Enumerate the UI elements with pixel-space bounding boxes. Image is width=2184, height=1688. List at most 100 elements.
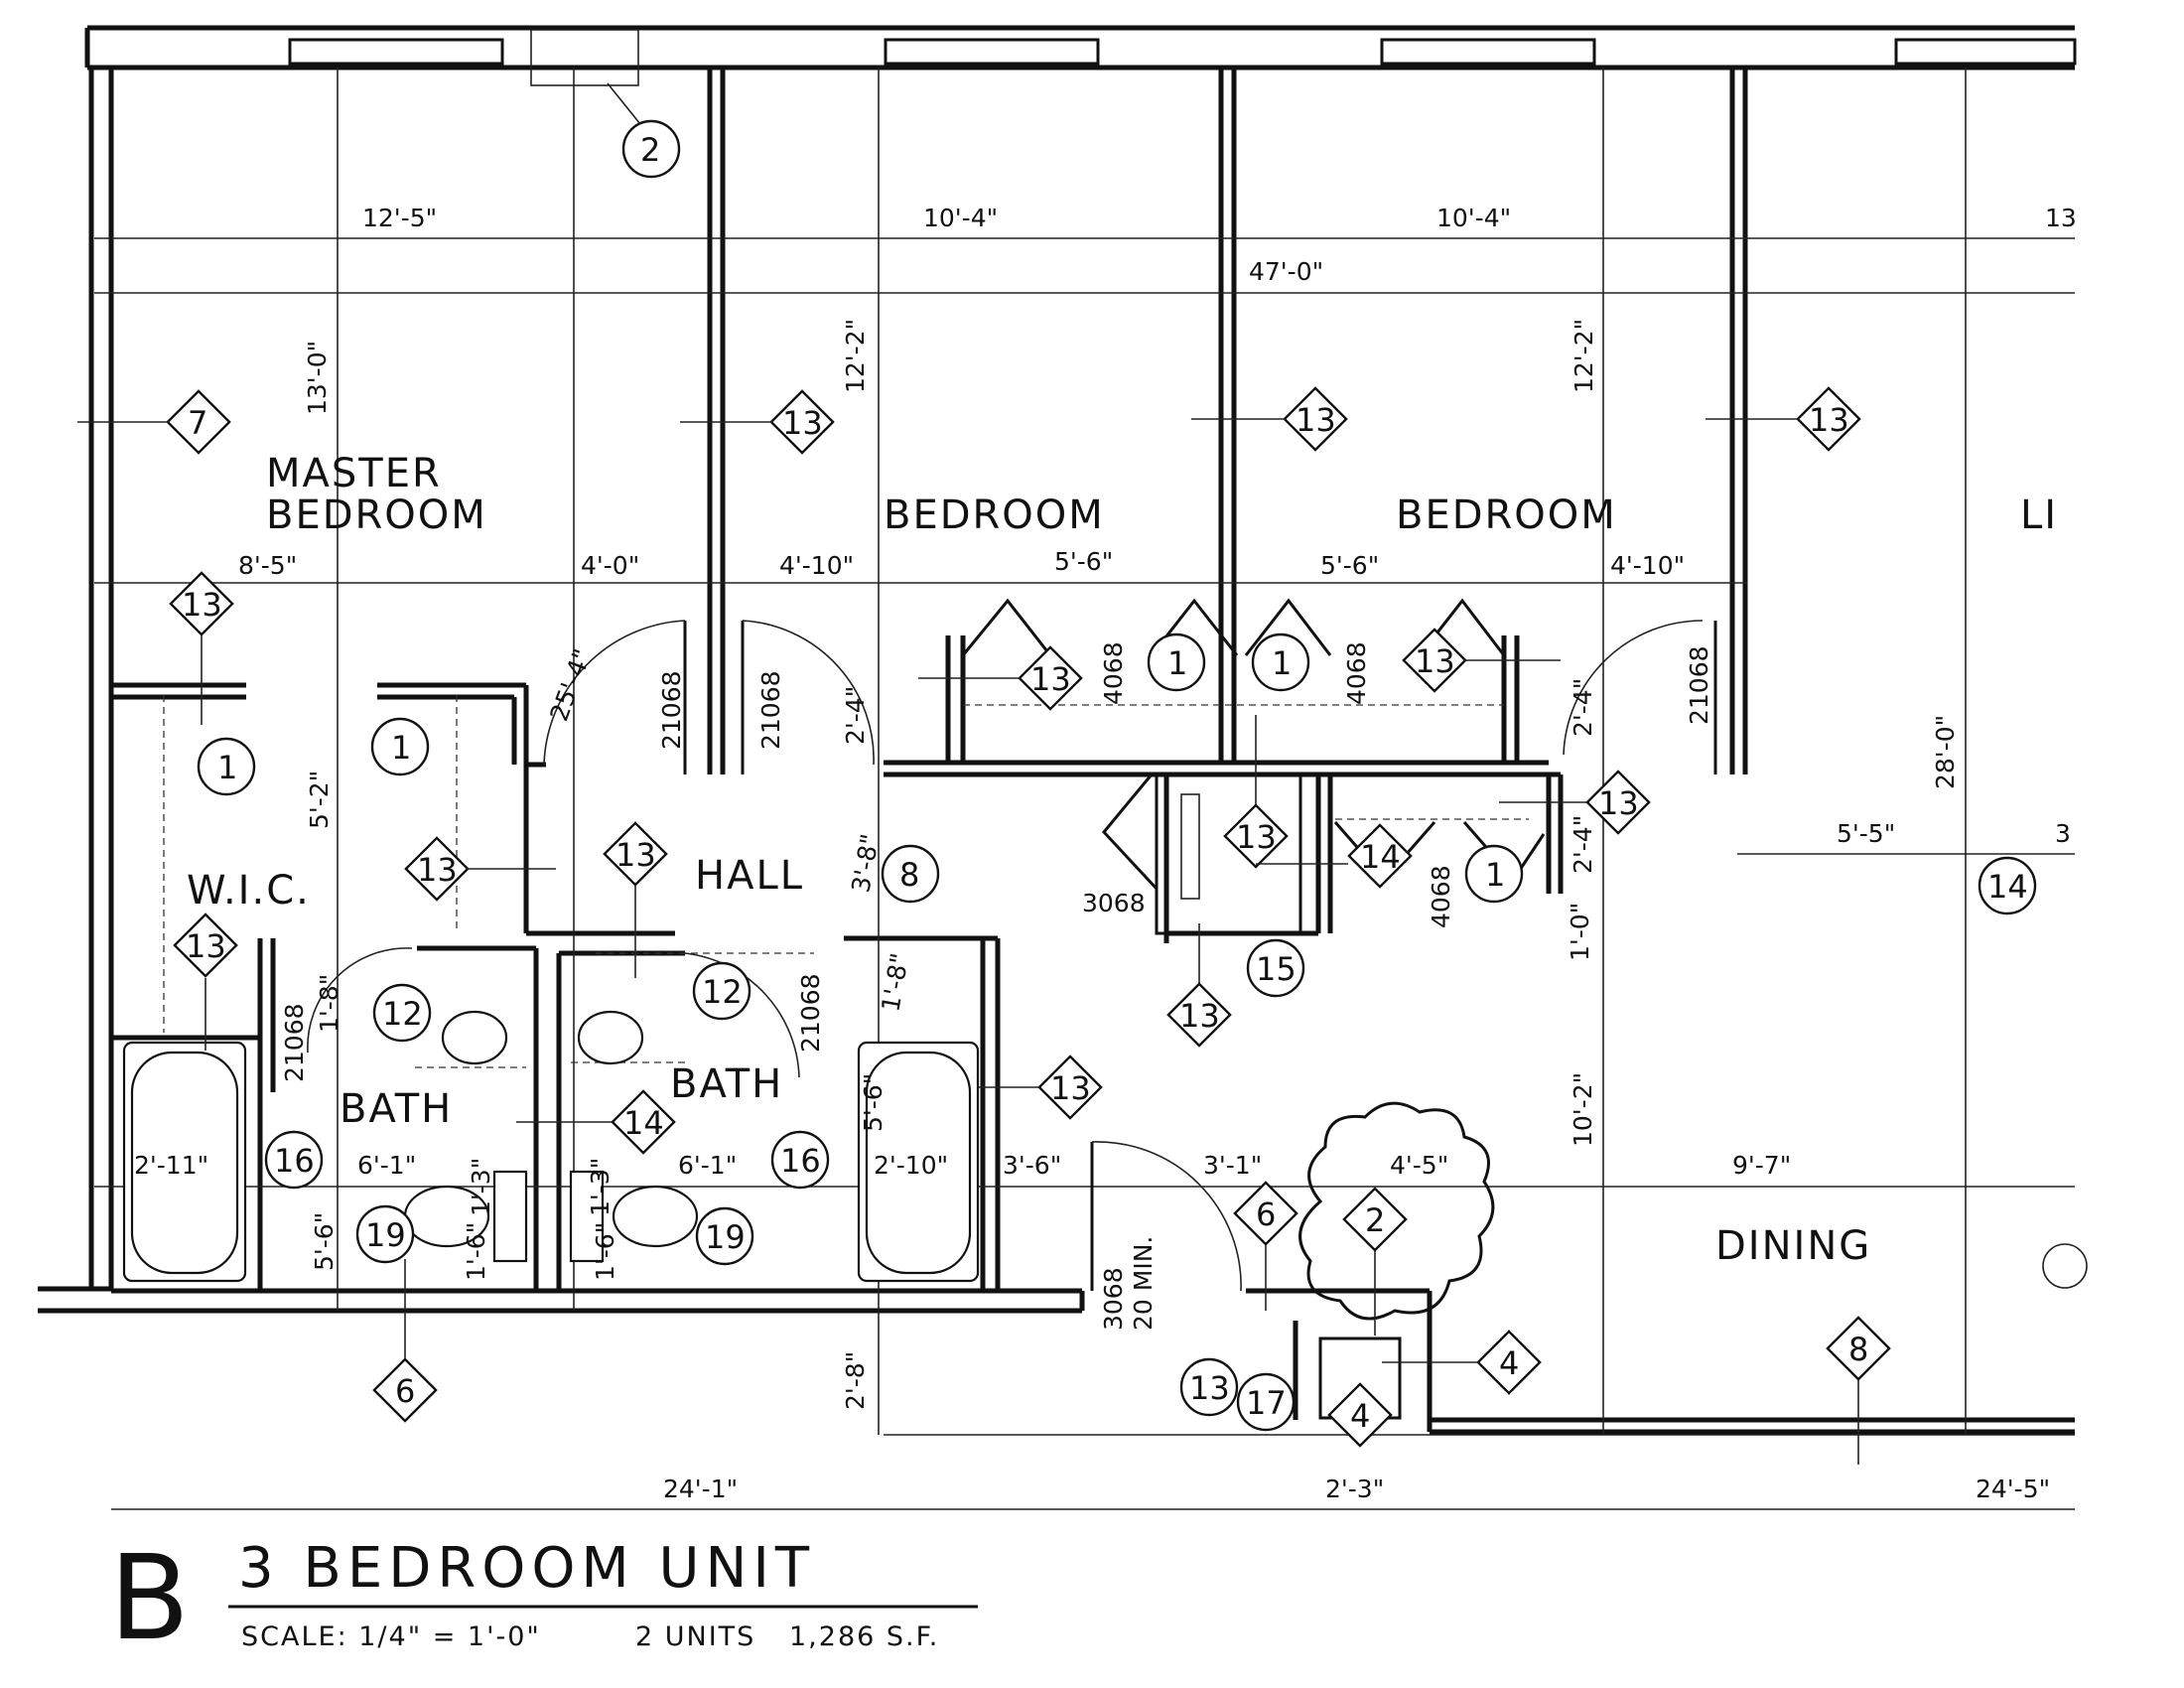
room-label-dining: DINING	[1715, 1223, 1871, 1269]
dim-12-5: 12'-5"	[362, 204, 437, 232]
tag-diamond-13-l: 13	[1166, 923, 1232, 1048]
tag-circle-16-a	[264, 1130, 324, 1190]
tag-circle-19-b	[695, 1206, 754, 1266]
dim-1-3-b: 1'-3"	[586, 1158, 614, 1216]
tag-diamond-4-b: 4	[1327, 1382, 1393, 1448]
svg-text:6: 6	[395, 1372, 415, 1410]
tag-diamond-7: 7	[77, 389, 231, 455]
tag-diamond-13-f: 13	[1402, 628, 1561, 693]
dim-24-5: 24'-5"	[1976, 1475, 2050, 1503]
svg-text:14: 14	[623, 1104, 664, 1142]
tag-13-o: 13	[1189, 1369, 1230, 1407]
tag-circle-1-d	[1251, 633, 1310, 692]
tag-circle-8-a	[881, 844, 940, 904]
dim-47-0: 47'-0"	[1249, 257, 1323, 286]
dim-5-6-a: 5'-6"	[1054, 547, 1113, 576]
dim-2-4-b: 2'-4"	[1569, 678, 1597, 737]
fixtures	[122, 1010, 1495, 1321]
tag-circle-13-o	[1179, 1357, 1239, 1417]
dim-1-3-a: 1'-3"	[467, 1158, 495, 1216]
tag-16-b: 16	[780, 1142, 821, 1180]
tag-circle-1-b	[370, 717, 430, 776]
dim-5-6-b: 5'-6"	[1320, 551, 1379, 580]
dim-6-1-b: 6'-1"	[678, 1151, 737, 1180]
tag-circle-12-b	[692, 961, 751, 1021]
dim-3-1: 3'-1"	[1203, 1151, 1262, 1180]
tag-diamond-2-b: 2	[1342, 1187, 1408, 1336]
title-letter: B	[109, 1529, 190, 1666]
dimension-guides	[94, 68, 2075, 1510]
dim-2-11: 2'-11"	[134, 1151, 208, 1180]
svg-text:7: 7	[188, 404, 207, 442]
title-block: B 3 BEDROOM UNIT SCALE: 1/4" = 1'-0" 2 U…	[109, 1529, 978, 1666]
tag-17: 17	[1246, 1384, 1287, 1422]
tag-12-b: 12	[702, 973, 743, 1011]
svg-text:13: 13	[1179, 997, 1220, 1035]
tag-circle-14-c	[1978, 856, 2037, 915]
room-label-hall: HALL	[695, 853, 804, 899]
tag-2-top: 2	[640, 131, 660, 169]
dim-2-4-a: 2'-4"	[841, 686, 870, 745]
tag-diamond-13-c: 13	[1706, 386, 1861, 452]
dim-3-6: 3'-6"	[1003, 1151, 1061, 1180]
svg-text:13: 13	[615, 836, 656, 874]
svg-text:13: 13	[182, 586, 222, 624]
dim-4-0: 4'-0"	[581, 551, 639, 580]
tag-diamond-13-e: 13	[918, 645, 1083, 711]
dim-3-partial: 3	[2055, 819, 2071, 848]
toilet-right	[612, 1185, 699, 1248]
dim-2-4-c: 2'-4"	[1569, 815, 1597, 874]
dim-10-4-a: 10'-4"	[923, 204, 998, 232]
room-label-bath-b: BATH	[670, 1061, 783, 1107]
tag-16-a: 16	[274, 1142, 315, 1180]
dim-3068-20min-a: 3068	[1099, 1267, 1128, 1331]
dim-1-0: 1'-0"	[1566, 903, 1594, 961]
tag-8-a: 8	[899, 856, 919, 894]
dim-24-1: 24'-1"	[663, 1475, 738, 1503]
dim-1-8-a: 1'-8"	[315, 974, 343, 1033]
tag-diamond-13-a: 13	[680, 389, 835, 455]
dim-5-6-c: 5'-6"	[310, 1212, 339, 1271]
tag-circle-1-e	[1464, 844, 1524, 904]
svg-text:13: 13	[1809, 401, 1849, 439]
tag-diamond-4-a: 4	[1382, 1330, 1542, 1395]
tag-circle-19-a	[355, 1204, 415, 1264]
svg-text:13: 13	[1050, 1069, 1091, 1107]
dim-8-5: 8'-5"	[238, 551, 297, 580]
dim-21068-e: 21068	[796, 973, 825, 1053]
tag-diamond-13-m: 13	[978, 1055, 1103, 1120]
dim-4068-c: 4068	[1427, 865, 1455, 928]
dim-1-8-b: 1'-8"	[876, 951, 914, 1014]
tag-1-e: 1	[1485, 856, 1505, 894]
sink-left	[441, 1010, 508, 1065]
tag-circle-12-a	[372, 983, 432, 1043]
room-labels: MASTER BEDROOM BEDROOM BEDROOM W.I.C. HA…	[187, 451, 2058, 1269]
room-label-bath-a: BATH	[340, 1086, 453, 1132]
tag-diamond-13-g: 13	[404, 836, 556, 902]
tag-1-b: 1	[391, 729, 411, 767]
tag-19-b: 19	[705, 1218, 746, 1256]
tag-diamond-13-h: 13	[603, 821, 668, 978]
dim-2-8: 2'-8"	[841, 1351, 870, 1410]
dim-1-6-a: 1'-6"	[462, 1222, 490, 1281]
dim-10-2: 10'-2"	[1569, 1072, 1597, 1147]
svg-text:6: 6	[1256, 1196, 1276, 1233]
dim-5-6-d: 5'-6"	[859, 1073, 887, 1132]
dim-3068-20min-b: 20 MIN.	[1129, 1236, 1158, 1331]
dim-6-1-a: 6'-1"	[357, 1151, 416, 1180]
tag-circle-1-c	[1147, 633, 1206, 692]
room-label-living-partial: LI	[2020, 492, 2058, 538]
svg-text:13: 13	[1030, 660, 1071, 698]
dim-12-2-b: 12'-2"	[1570, 319, 1598, 393]
dim-5-5: 5'-5"	[1837, 819, 1895, 848]
dim-28-0: 28'-0"	[1931, 715, 1960, 789]
dim-13-0: 13'-0"	[303, 341, 332, 415]
sink-right	[577, 1010, 644, 1065]
svg-text:13: 13	[1296, 401, 1336, 439]
tag-circle-2-top	[621, 119, 681, 179]
walls	[38, 25, 2077, 1435]
dim-4-5: 4'-5"	[1390, 1151, 1448, 1180]
dim-21068-b: 21068	[756, 670, 785, 750]
svg-text:14: 14	[1360, 838, 1401, 876]
dim-10-4-b: 10'-4"	[1436, 204, 1511, 232]
